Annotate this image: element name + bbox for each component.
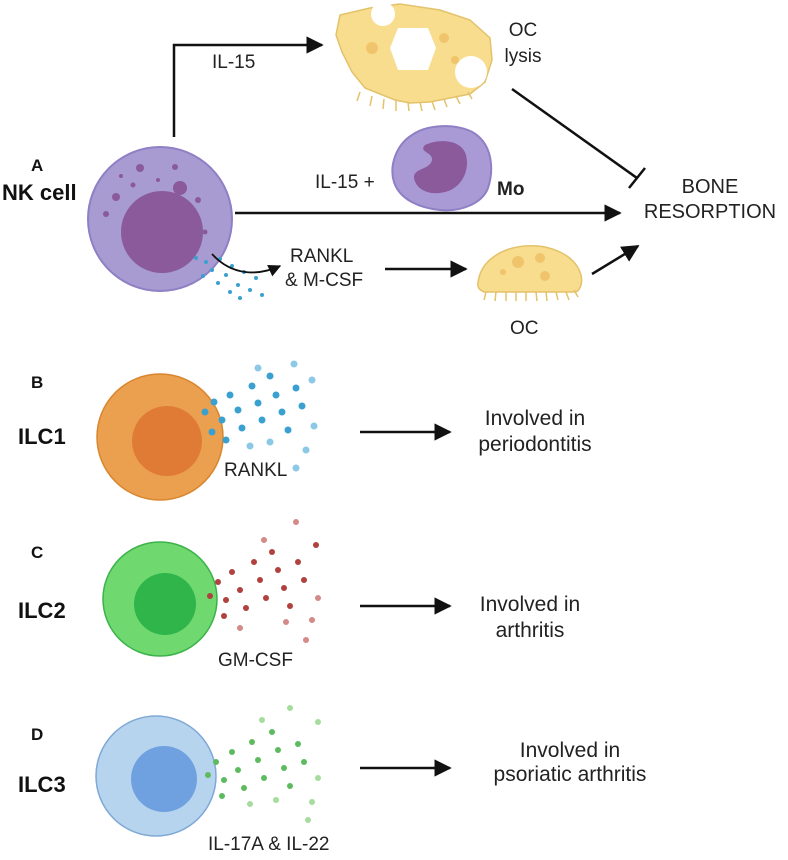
panel-letter-b: B <box>31 373 44 392</box>
rankl-secretion-dots <box>194 256 264 300</box>
oc-lysis-label-line1: OC <box>508 20 538 41</box>
ilc2-outcome-line1: Involved in <box>479 593 581 616</box>
bone-resorption-line2: RESORPTION <box>643 201 777 223</box>
panel-letter-a: A <box>31 156 44 175</box>
nk-cell <box>87 146 233 292</box>
nk-granules <box>103 164 208 235</box>
rankl-label: RANKL <box>224 460 288 481</box>
ilc1-label: ILC1 <box>18 424 66 449</box>
oc-label: OC <box>510 318 539 339</box>
panel-letter-d: D <box>31 725 44 744</box>
ilc2-label: ILC2 <box>18 598 66 623</box>
gmcsf-dots <box>207 519 321 643</box>
ilc1-outcome-line1: Involved in <box>484 407 586 430</box>
panel-letter-c: C <box>31 543 44 562</box>
oc-lysis-label-line2: lysis <box>504 46 542 67</box>
ilc3-cell <box>95 715 217 837</box>
rankl-mcsf-line2: & M-CSF <box>285 270 364 291</box>
ilc2-cell <box>102 541 218 657</box>
monocyte-label: Mo <box>497 179 525 200</box>
inhibition-line <box>511 87 646 189</box>
ilc1-cell <box>96 373 224 501</box>
lysed-osteoclast <box>335 2 493 112</box>
bone-resorption-line1: BONE <box>681 176 739 198</box>
osteoclast <box>477 245 583 302</box>
il17-il22-dots <box>205 705 321 823</box>
rankl-dots <box>201 360 318 472</box>
oc-to-bone-arrow <box>591 244 640 276</box>
gmcsf-label: GM-CSF <box>218 650 293 671</box>
ilc1-outcome-line2: periodontitis <box>478 433 592 456</box>
il15-label: IL-15 <box>212 52 256 73</box>
ilc3-label: ILC3 <box>18 772 66 797</box>
ilc2-outcome-line2: arthritis <box>495 619 565 642</box>
il15-plus-label: IL-15 + <box>315 172 375 193</box>
monocyte <box>391 125 493 212</box>
il17-il22-label: IL-17A & IL-22 <box>208 834 330 855</box>
rankl-mcsf-line1: RANKL <box>290 246 354 267</box>
secretion-curve-arrow <box>211 253 282 277</box>
il15-arrow <box>172 36 324 137</box>
nk-cell-label: NK cell <box>2 180 77 205</box>
ilc3-outcome-line2: psoriatic arthritis <box>493 763 647 786</box>
ilc3-outcome-line1: Involved in <box>519 739 621 762</box>
